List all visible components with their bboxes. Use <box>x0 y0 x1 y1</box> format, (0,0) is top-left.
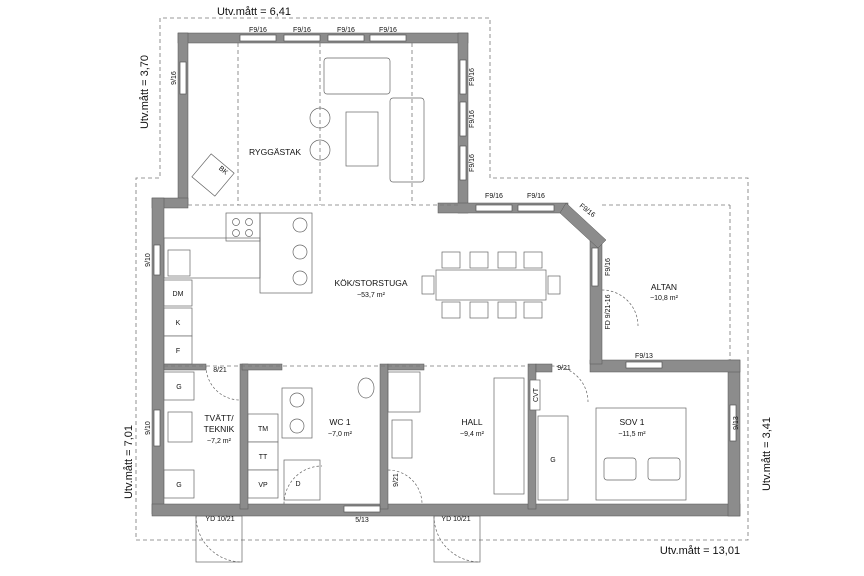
window-label-top2: F9/16 <box>293 27 311 34</box>
fixture-label-tt: TT <box>259 454 268 461</box>
dim-bottom: Utv.mått = 13,01 <box>660 545 740 557</box>
fixture-label-tm: TM <box>258 426 268 433</box>
dim-top-width: Utv.mått = 6,41 <box>217 6 291 18</box>
room-wc-label: WC 1 <box>329 417 351 427</box>
door-label-yd-right: YD 10/21 <box>441 516 470 523</box>
room-hall-area: ~9,4 m² <box>460 431 485 438</box>
door-label-yd-left: YD 10/21 <box>205 516 234 523</box>
window-label-sov-right: 9/13 <box>733 416 740 430</box>
fixture-label-g2: G <box>176 482 181 489</box>
room-kok-label: KÖK/STORSTUGA <box>334 278 407 288</box>
fixture-label-k: K <box>176 320 181 327</box>
room-altan-label: ALTAN <box>651 282 677 292</box>
door-label-921-a: 9/21 <box>557 365 571 372</box>
fixture-label-d: D <box>295 481 300 488</box>
window-label-sov-top: F9/13 <box>635 353 653 360</box>
fixture-label-dm: DM <box>173 291 184 298</box>
fixture-label-g3: G <box>550 457 555 464</box>
window-label-kok-top2: F9/16 <box>527 193 545 200</box>
window-label-kok-left: 9/10 <box>145 253 152 267</box>
dim-left-lower: Utv.mått = 7,01 <box>123 425 135 499</box>
door-swings <box>195 289 639 563</box>
room-altan-area: ~10,8 m² <box>650 295 678 302</box>
room-tvatt-label-1: TVÄTT/ <box>204 413 234 423</box>
room-sov-label: SOV 1 <box>619 417 644 427</box>
door-label-821: 8/21 <box>213 367 227 374</box>
window-label-tvatt-left: 9/10 <box>145 421 152 435</box>
window-label-ryg-right3: F9/16 <box>469 154 476 172</box>
open-plan-lines <box>164 43 731 367</box>
door-label-921-b: 9/21 <box>393 473 400 487</box>
window-label-ryg-right2: F9/16 <box>469 110 476 128</box>
fixture-label-vp: VP <box>258 482 268 489</box>
window-label-wc-bottom: 5/13 <box>355 517 369 524</box>
room-wc-area: ~7,0 m² <box>328 431 353 438</box>
fixture-label-bk: BK <box>217 165 229 177</box>
window-label-kok-top1: F9/16 <box>485 193 503 200</box>
window-label-ryg-left: 9/16 <box>171 71 178 85</box>
room-tvatt-label-2: TEKNIK <box>204 424 235 434</box>
walls <box>151 32 741 517</box>
room-hall-label: HALL <box>461 417 483 427</box>
furniture <box>163 57 687 501</box>
windows <box>153 34 737 513</box>
window-label-fd: FD 9/21-16 <box>605 294 612 329</box>
room-sov-area: ~11,5 m² <box>618 431 646 438</box>
room-ryggastak-label: RYGGÄSTAK <box>249 147 301 157</box>
room-tvatt-area: ~7,2 m² <box>207 438 232 445</box>
window-label-top1: F9/16 <box>249 27 267 34</box>
dim-right: Utv.mått = 3,41 <box>761 417 773 491</box>
window-label-kok-right: F9/16 <box>605 258 612 276</box>
dim-left-upper: Utv.mått = 3,70 <box>139 55 151 129</box>
window-label-ryg-right1: F9/16 <box>469 68 476 86</box>
fixture-label-cvt: CVT <box>533 387 540 402</box>
room-kok-area: ~53,7 m² <box>357 292 385 299</box>
window-label-top3: F9/16 <box>337 27 355 34</box>
dimension-outline <box>135 17 749 541</box>
fixture-label-g1: G <box>176 384 181 391</box>
fixture-label-f: F <box>176 348 180 355</box>
window-label-top4: F9/16 <box>379 27 397 34</box>
